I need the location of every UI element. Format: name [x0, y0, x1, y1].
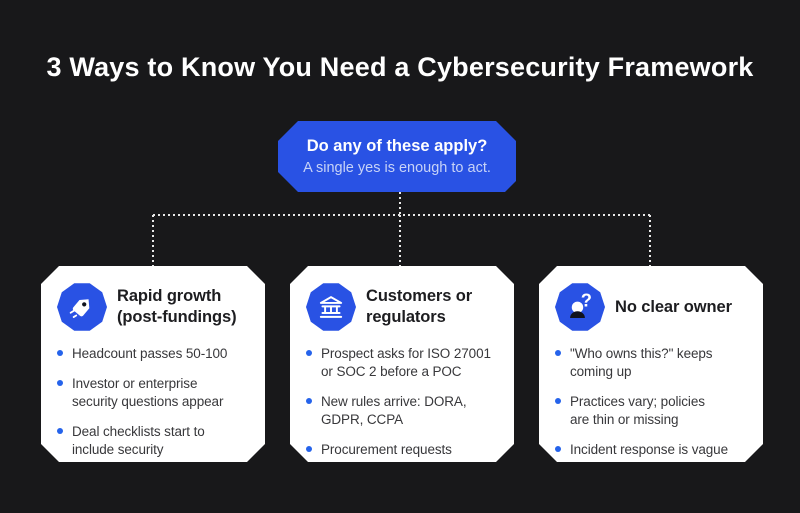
card-title: Customers or regulators [366, 287, 473, 326]
connector-horizontal-line [153, 214, 651, 216]
page-title: 3 Ways to Know You Need a Cybersecurity … [46, 52, 754, 82]
connector-left-line [152, 215, 154, 266]
list-item: Prospect asks for ISO 27001 or SOC 2 bef… [306, 345, 504, 381]
bullet-dot-icon [555, 446, 561, 452]
prompt-box: Do any of these apply? A single yes is e… [278, 121, 516, 192]
card-title: No clear owner [615, 297, 732, 316]
bullet-list: "Who owns this?" keeps coming up Practic… [555, 345, 753, 459]
list-item: Procurement requests controls and eviden… [306, 441, 504, 477]
list-item: New rules arrive: DORA, GDPR, CCPA [306, 393, 504, 429]
connector-stub-line [399, 192, 401, 215]
card-customers-regulators: Customers or regulators Prospect asks fo… [290, 266, 514, 462]
list-item: Investor or enterprise security question… [57, 375, 255, 411]
card-header: ? No clear owner [555, 282, 753, 332]
svg-text:?: ? [581, 291, 592, 310]
card-header: Customers or regulators [306, 282, 504, 332]
person-question-icon: ? [555, 282, 605, 332]
card-title: Rapid growth (post-fundings) [117, 287, 237, 326]
bullet-dot-icon [306, 398, 312, 404]
card-header: Rapid growth (post-fundings) [57, 282, 255, 332]
list-item: Incident response is vague [555, 441, 753, 459]
list-item: Headcount passes 50-100 [57, 345, 255, 363]
card-no-clear-owner: ? No clear owner "Who owns this?" keeps … [539, 266, 763, 462]
bullet-dot-icon [57, 380, 63, 386]
bullet-dot-icon [555, 398, 561, 404]
bullet-dot-icon [306, 350, 312, 356]
bank-icon [306, 282, 356, 332]
prompt-heading: Do any of these apply? [306, 137, 488, 155]
list-item: "Who owns this?" keeps coming up [555, 345, 753, 381]
bullet-list: Prospect asks for ISO 27001 or SOC 2 bef… [306, 345, 504, 477]
bullet-dot-icon [306, 446, 312, 452]
prompt-subheading: A single yes is enough to act. [303, 160, 491, 176]
list-item: Deal checklists start to include securit… [57, 423, 255, 459]
bullet-dot-icon [555, 350, 561, 356]
tag-icon [57, 282, 107, 332]
bullet-dot-icon [57, 428, 63, 434]
connector-right-line [649, 215, 651, 266]
list-item: Practices vary; policies are thin or mis… [555, 393, 753, 429]
connector-middle-line [399, 215, 401, 266]
bullet-dot-icon [57, 350, 63, 356]
card-rapid-growth: Rapid growth (post-fundings) Headcount p… [41, 266, 265, 462]
bullet-list: Headcount passes 50-100 Investor or ente… [57, 345, 255, 459]
